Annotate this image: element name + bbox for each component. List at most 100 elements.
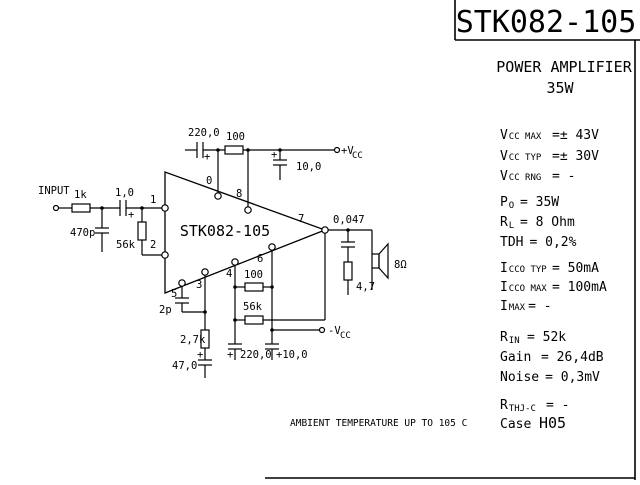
- svg-text:CC MAX: CC MAX: [509, 132, 542, 142]
- svg-text:H05: H05: [539, 414, 566, 432]
- pin-8-label: 8: [236, 188, 242, 200]
- c-in-polarity: +: [128, 209, 134, 221]
- c-neg1-polarity: +: [227, 349, 233, 361]
- speaker-cone: [378, 242, 389, 280]
- c-vcc-polarity: +: [271, 149, 277, 161]
- svg-text:CCO MAX: CCO MAX: [509, 284, 548, 294]
- svg-text:= 0,3mV: = 0,3mV: [545, 370, 600, 385]
- input-terminal: [52, 204, 60, 212]
- ambient-note: AMBIENT TEMPERATURE UP TO 105 C: [290, 418, 467, 429]
- c-neg1-value: 220,0: [240, 349, 272, 361]
- spec-row: Case H05: [500, 414, 566, 432]
- svg-text:R: R: [500, 330, 508, 345]
- page-title: STK082-105: [456, 5, 637, 40]
- pin-1: [161, 204, 169, 212]
- svg-text:CC TYP: CC TYP: [509, 153, 542, 163]
- r-zobel-value: 4,7: [356, 281, 375, 293]
- c-gnd-polarity: +: [197, 349, 203, 361]
- svg-text:Case: Case: [500, 417, 531, 432]
- svg-text:CC RNG: CC RNG: [509, 173, 542, 183]
- c-bootstrap-value: 220,0: [188, 127, 220, 139]
- svg-text:V: V: [500, 128, 508, 143]
- ic-label: STK082-105: [180, 222, 270, 240]
- svg-text:= -: = -: [546, 398, 569, 413]
- vcc-pos-sub: CC: [352, 151, 363, 161]
- spec-row: Noise = 0,3mV: [500, 370, 600, 385]
- ic-body: [164, 171, 327, 294]
- vcc-pos-label: +V: [341, 145, 354, 157]
- pin-2: [161, 251, 169, 259]
- pin-6-label: 6: [257, 253, 263, 265]
- r-top-value: 100: [226, 131, 245, 143]
- spec-row: Gain = 26,4dB: [500, 350, 604, 365]
- c-neg2-value: +10,0: [276, 349, 308, 361]
- svg-text:= 35W: = 35W: [520, 195, 559, 210]
- svg-text:O: O: [509, 201, 514, 211]
- pin-1-label: 1: [150, 194, 156, 206]
- power-rating: 35W: [546, 79, 574, 97]
- r-gnd-value: 2,7k: [180, 334, 206, 346]
- r-in-value: 1k: [74, 189, 87, 201]
- pin-5: [178, 279, 186, 287]
- pin-7: [321, 226, 329, 234]
- svg-text:= 52k: = 52k: [527, 330, 566, 345]
- svg-text:= 26,4dB: = 26,4dB: [541, 350, 604, 365]
- svg-text:V: V: [500, 149, 508, 164]
- vcc-neg-label: -V: [328, 325, 341, 337]
- svg-text:I: I: [500, 299, 508, 314]
- svg-text:R: R: [500, 398, 508, 413]
- spec-row: TDH = 0,2%: [500, 235, 577, 250]
- svg-text:V: V: [500, 169, 508, 184]
- pin-0-label: 0: [206, 175, 212, 187]
- svg-text:R: R: [500, 215, 508, 230]
- svg-text:THJ-C: THJ-C: [509, 404, 536, 414]
- svg-text:IN: IN: [509, 336, 520, 346]
- svg-text:= 0,2%: = 0,2%: [530, 235, 577, 250]
- c-gnd-value: 47,0: [172, 360, 197, 372]
- pin-7-label: 7: [298, 213, 304, 225]
- resistor-r-top: [224, 145, 244, 155]
- pin-8: [244, 206, 252, 214]
- pin-2-label: 2: [150, 239, 156, 251]
- svg-text:P: P: [500, 195, 508, 210]
- resistor-r-fb2: [244, 315, 264, 325]
- svg-text:I: I: [500, 261, 508, 276]
- speaker-body: [371, 253, 380, 269]
- speaker-value: 8Ω: [394, 259, 407, 271]
- input-label: INPUT: [38, 185, 70, 197]
- svg-text:= 50mA: = 50mA: [552, 261, 599, 276]
- subtitle: POWER AMPLIFIER: [496, 58, 632, 76]
- svg-text:Gain: Gain: [500, 350, 531, 365]
- c-bootstrap-polarity: +: [204, 151, 210, 163]
- svg-text:=± 43V: =± 43V: [552, 128, 599, 143]
- resistor-r-zobel: [343, 261, 353, 281]
- svg-text:MAX: MAX: [509, 303, 526, 313]
- pin-4-label: 4: [226, 268, 232, 280]
- pin-3-label: 3: [196, 279, 202, 291]
- svg-text:= 8 Ohm: = 8 Ohm: [520, 215, 575, 230]
- r-bias-value: 56k: [116, 239, 136, 251]
- r-fb1-value: 100: [244, 269, 263, 281]
- pin-0: [214, 192, 222, 200]
- resistor-r-fb1: [244, 282, 264, 292]
- svg-text:= 100mA: = 100mA: [552, 280, 607, 295]
- svg-text:= -: = -: [552, 169, 575, 184]
- svg-text:TDH: TDH: [500, 235, 523, 250]
- svg-text:= -: = -: [528, 299, 551, 314]
- vcc-pos-terminal: [333, 146, 341, 154]
- pin-3: [201, 268, 209, 276]
- c-out-value: 0,047: [333, 214, 365, 226]
- svg-text:Noise: Noise: [500, 370, 539, 385]
- resistor-r-in: [71, 203, 91, 213]
